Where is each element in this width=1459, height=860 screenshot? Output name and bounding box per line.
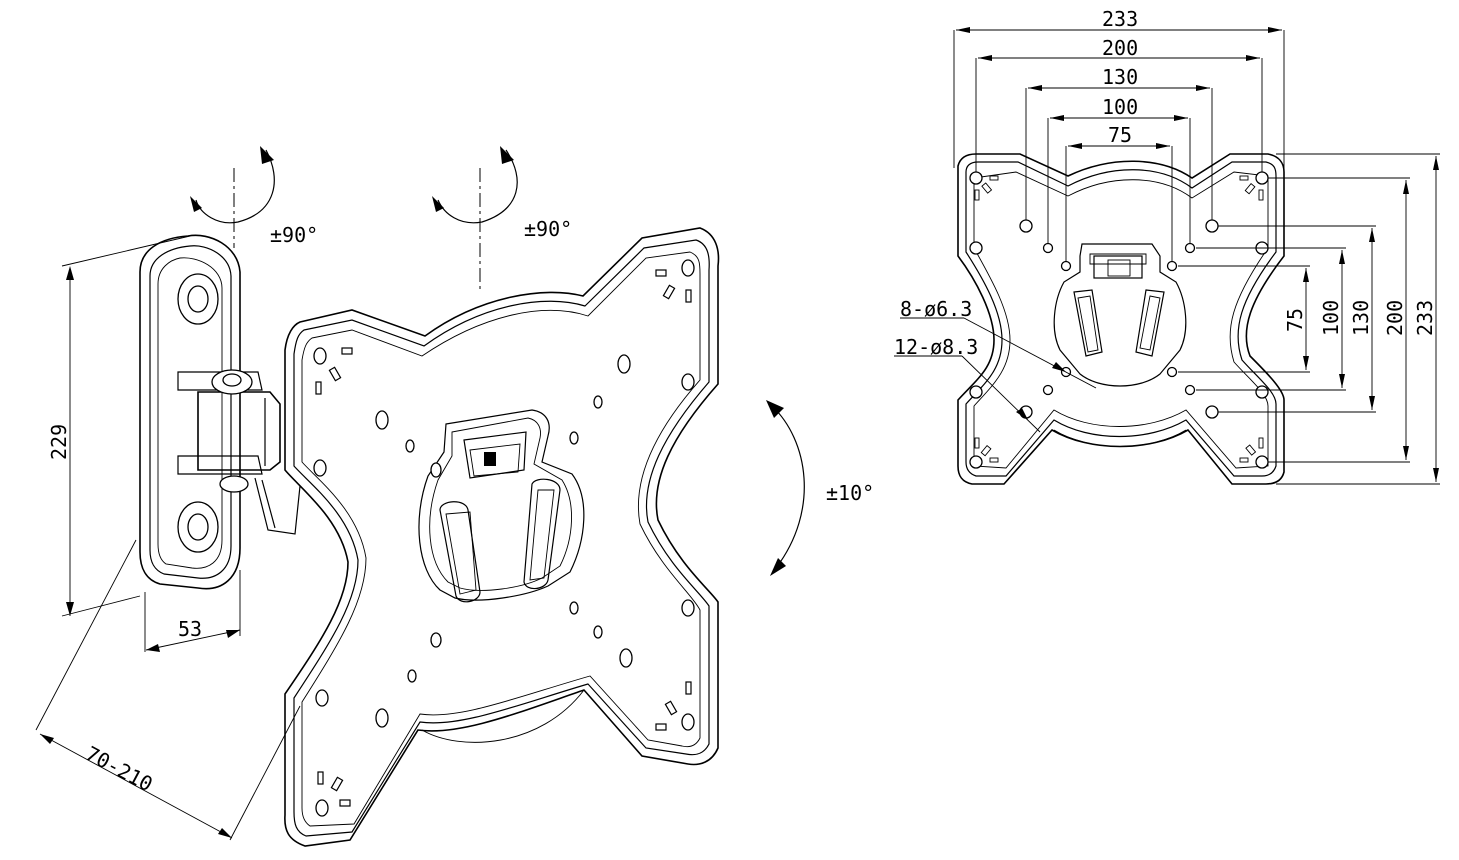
height-233-label: 233 <box>1413 300 1437 336</box>
width-233-label: 233 <box>1102 7 1138 31</box>
isometric-view: ±90° ±90° ±10° 229 53 70-21 <box>35 146 874 847</box>
rotation-label-right: ±90° <box>524 217 572 241</box>
dim-heights <box>1178 153 1440 485</box>
height-200-label: 200 <box>1383 300 1407 336</box>
width-200-label: 200 <box>1102 36 1138 60</box>
wall-plate <box>139 234 241 590</box>
hinge-arm <box>177 369 301 535</box>
dim-widths <box>953 27 1285 262</box>
front-view: 233 200 130 100 75 7 <box>894 7 1440 485</box>
height-130-label: 130 <box>1349 300 1373 336</box>
hole-small-label: 8-ø6.3 <box>900 297 972 321</box>
mount-plate <box>284 227 720 847</box>
rotation-label-left: ±90° <box>270 223 318 247</box>
extension-label: 70-210 <box>82 741 157 796</box>
tilt-label: ±10° <box>826 481 874 505</box>
width-75-label: 75 <box>1108 123 1132 147</box>
hole-callouts <box>894 317 1097 433</box>
rotation-arrow-right <box>432 146 518 224</box>
hole-large-label: 12-ø8.3 <box>894 335 978 359</box>
width-label: 53 <box>178 617 202 641</box>
height-label: 229 <box>47 424 71 460</box>
dim-width <box>144 570 241 652</box>
dim-extension <box>35 539 301 841</box>
height-75-label: 75 <box>1283 308 1307 332</box>
width-100-label: 100 <box>1102 95 1138 119</box>
dim-height <box>61 235 191 617</box>
rotation-arrow-left <box>190 146 275 224</box>
width-130-label: 130 <box>1102 65 1138 89</box>
tilt-arrow <box>766 400 805 576</box>
height-100-label: 100 <box>1319 300 1343 336</box>
